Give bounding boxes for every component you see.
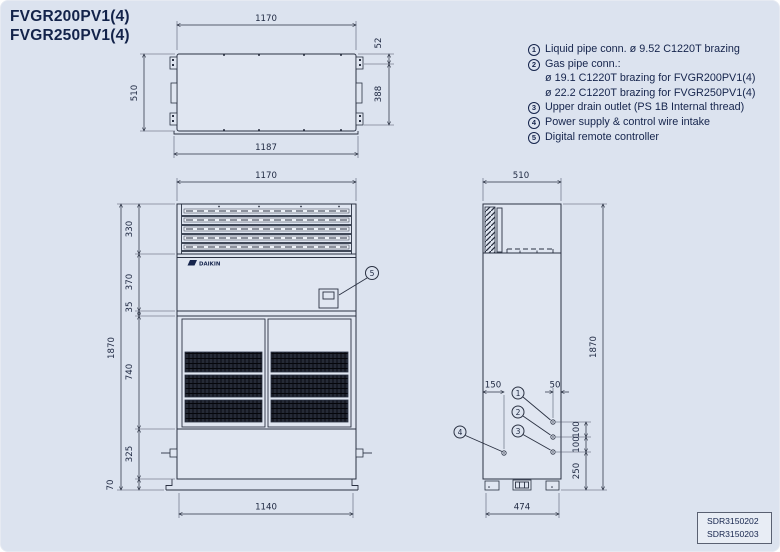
callout-5-circle (365, 266, 379, 280)
front-view: DAIKIN 5 (106, 171, 379, 518)
brand-logo-text: DAIKIN (199, 262, 221, 268)
note-text: Upper drain outlet (PS 1B Internal threa… (545, 101, 745, 114)
side-view: 1 2 3 4 510 1870 15 (453, 171, 607, 518)
dim-side-100b: 100 (572, 436, 582, 452)
remote-controller-box (318, 288, 339, 309)
dim-side-474: 474 (514, 503, 530, 513)
note-liquid-pipe: 1 Liquid pipe conn. ø 9.52 C1220T brazin… (528, 42, 755, 57)
note-text: ø 22.2 C1220T brazing for FVGR250PV1(4) (545, 86, 756, 99)
note-marker-2: 2 (528, 58, 540, 71)
front-view-body (176, 203, 357, 480)
drawing-code-2: SDR3150203 (707, 529, 759, 539)
callout-1-label: 1 (516, 389, 521, 398)
drawing-code-1: SDR3150202 (707, 516, 759, 526)
dim-top-52: 52 (374, 38, 384, 49)
dim-top-388: 388 (374, 86, 384, 102)
side-base-feet (484, 479, 560, 491)
note-power-supply: 4 Power supply & control wire intake (528, 115, 755, 130)
dim-front-370: 370 (125, 274, 135, 290)
note-gas-pipe: 2 Gas pipe conn.: (528, 57, 755, 72)
note-remote-controller: 5 Digital remote controller (528, 130, 755, 145)
callout-3-circle (511, 424, 525, 438)
top-view: 1170 52 388 1187 510 (130, 14, 394, 158)
side-louver-hatch (484, 206, 496, 254)
note-marker-5: 5 (528, 131, 540, 144)
drawing-code-box: SDR3150202 SDR3150203 (697, 512, 772, 544)
top-view-body (176, 53, 357, 132)
air-outlet-louvers (182, 208, 351, 252)
note-text: Gas pipe conn.: (545, 57, 621, 70)
dim-front-1870: 1870 (107, 337, 117, 359)
brand-logo: DAIKIN (187, 260, 221, 268)
left-door-panel (181, 318, 266, 428)
dim-side-100a: 100 (572, 421, 582, 437)
model-name-2: FVGR250PV1(4) (10, 27, 130, 44)
dim-front-35: 35 (125, 302, 135, 313)
dim-side-250: 250 (572, 463, 582, 479)
legend-notes: 1 Liquid pipe conn. ø 9.52 C1220T brazin… (528, 42, 755, 144)
note-marker-4: 4 (528, 116, 540, 129)
note-gas-pipe-200: ø 19.1 C1220T brazing for FVGR200PV1(4) (528, 71, 755, 86)
note-text: Power supply & control wire intake (545, 115, 711, 128)
dim-front-740: 740 (125, 364, 135, 380)
note-gas-pipe-250: ø 22.2 C1220T brazing for FVGR250PV1(4) (528, 86, 755, 101)
dim-front-325: 325 (125, 446, 135, 462)
note-text: Liquid pipe conn. ø 9.52 C1220T brazing (545, 43, 740, 55)
callout-2-circle (511, 405, 525, 419)
dim-side-510: 510 (513, 171, 529, 181)
note-drain-outlet: 3 Upper drain outlet (PS 1B Internal thr… (528, 100, 755, 115)
dim-side-1870: 1870 (589, 336, 599, 358)
dim-top-510: 510 (130, 85, 140, 101)
note-marker-3: 3 (528, 102, 540, 115)
top-view-flange (173, 131, 359, 135)
dim-side-50: 50 (550, 381, 561, 391)
callout-1-circle (511, 386, 525, 400)
air-intake-grilles (184, 351, 349, 423)
pipe-connection-holes (501, 419, 556, 456)
model-title: FVGR200PV1(4) FVGR250PV1(4) (10, 7, 130, 45)
right-door-panel (267, 318, 352, 428)
model-name-1: FVGR200PV1(4) (10, 8, 130, 25)
note-text: ø 19.1 C1220T brazing for FVGR200PV1(4) (545, 72, 756, 85)
dim-front-1140: 1140 (255, 503, 277, 513)
dim-top-1170: 1170 (255, 14, 277, 24)
dim-front-1170: 1170 (255, 171, 277, 181)
note-marker-1: 1 (528, 44, 540, 56)
callout-4-label: 4 (458, 428, 463, 437)
dim-front-70: 70 (106, 480, 116, 491)
callout-5-label: 5 (370, 269, 375, 278)
dim-side-150: 150 (485, 381, 501, 391)
dim-front-330: 330 (125, 221, 135, 237)
note-text: Digital remote controller (545, 130, 660, 143)
callout-3-label: 3 (516, 427, 521, 436)
callout-4-circle (453, 425, 467, 439)
callout-2-label: 2 (516, 408, 521, 417)
dim-top-1187: 1187 (255, 143, 277, 153)
